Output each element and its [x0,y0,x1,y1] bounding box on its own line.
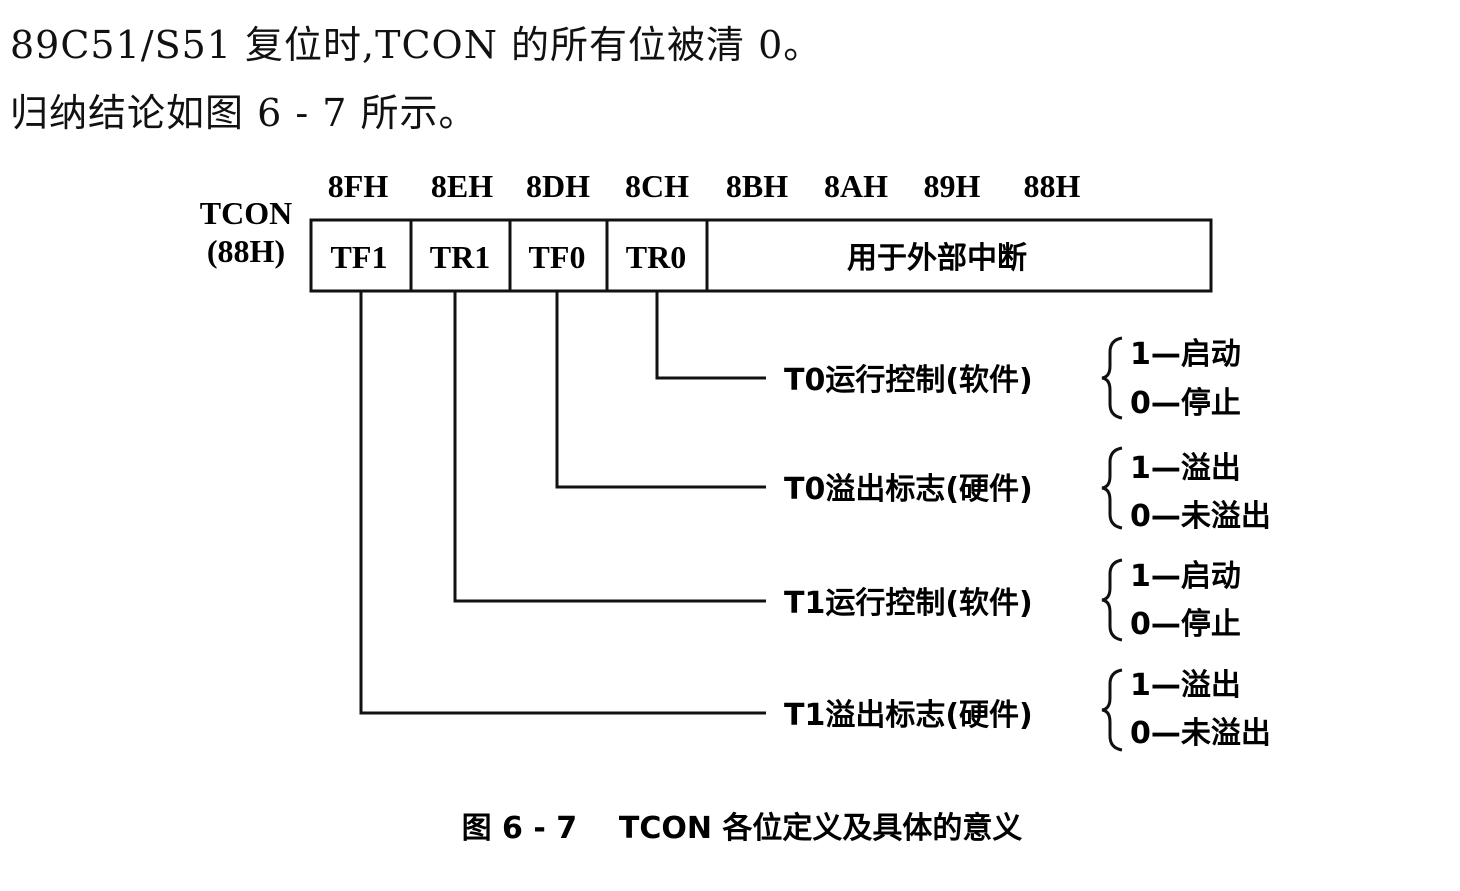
brace-tr1 [1101,558,1123,642]
bit-address-89h: 89H [924,168,981,204]
description-tr1: T1运行控制(软件) [784,586,1033,621]
option-tr0-0: 0—停止 [1130,386,1241,421]
description-tf1: T1溢出标志(硬件) [784,698,1033,733]
option-tf0-1: 1—溢出 [1130,451,1241,486]
bit-cell-tr1: TR1 [430,239,490,275]
body-text-line-2: 归纳结论如图 6 - 7 所示。 [10,91,478,135]
bit-address-8ch: 8CH [625,168,689,204]
option-tr1-0: 0—停止 [1130,607,1241,642]
option-tf1-0: 0—未溢出 [1130,716,1271,751]
bit-address-8bh: 8BH [726,168,788,204]
brace-tf1 [1101,668,1123,752]
bit-cell-tf0: TF0 [529,239,586,275]
body-text-line-1: 89C51/S51 复位时,TCON 的所有位被清 0。 [10,23,823,67]
connector-tr0 [655,291,766,380]
description-tf0: T0溢出标志(硬件) [784,472,1033,507]
bit-cell-tf1: TF1 [331,239,388,275]
connector-tr1 [453,291,766,603]
register-name: TCON [200,195,292,231]
register-address: (88H) [207,233,285,269]
option-tf1-1: 1—溢出 [1130,668,1241,703]
option-tf0-0: 0—未溢出 [1130,499,1271,534]
description-tr0: T0运行控制(软件) [784,363,1033,398]
figure-caption: 图 6 - 7 TCON 各位定义及具体的意义 [462,811,1023,846]
register-box [309,218,1213,293]
connector-tf1 [359,291,766,715]
brace-tf0 [1101,446,1123,530]
connector-tf0 [555,291,766,489]
brace-tr0 [1101,336,1123,420]
bit-address-8ah: 8AH [824,168,888,204]
option-tr1-1: 1—启动 [1130,559,1241,594]
bit-address-8fh: 8FH [328,168,389,204]
bit-address-8eh: 8EH [431,168,493,204]
bit-address-8dh: 8DH [526,168,590,204]
option-tr0-1: 1—启动 [1130,337,1241,372]
bit-address-88h: 88H [1024,168,1081,204]
bit-cell-tr0: TR0 [626,239,686,275]
external-interrupt-cell: 用于外部中断 [847,241,1027,276]
